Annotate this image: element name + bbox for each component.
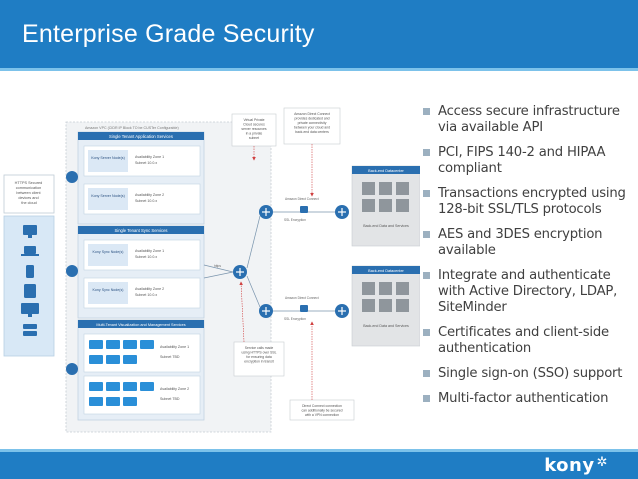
https-label: https (214, 264, 221, 268)
lock-icon (300, 206, 308, 312)
feature-item: Transactions encrypted using 128-bit SSL… (422, 186, 632, 218)
svg-text:Back-end Datacenter: Back-end Datacenter (368, 169, 404, 173)
bullet-square-icon (423, 108, 430, 115)
logo-star-icon: ✲ (596, 455, 608, 470)
monitor-icon (21, 303, 39, 317)
svg-text:Kony Sync Node(s): Kony Sync Node(s) (93, 288, 124, 292)
svg-text:Kony Server Node(s): Kony Server Node(s) (91, 156, 125, 160)
slide-title: Enterprise Grade Security (22, 20, 315, 48)
datacenter-1: Back-end Datacenter Back-end Data and Se… (351, 165, 420, 247)
svg-text:Availability Zone 1: Availability Zone 1 (135, 249, 164, 253)
feature-item: Single sign-on (SSO) support (422, 366, 632, 382)
svg-text:Availability Zone 2: Availability Zone 2 (135, 193, 164, 197)
bullet-square-icon (423, 395, 430, 402)
ssl-label: SSL Encryption (284, 218, 306, 222)
svg-text:Kony Server Node(s): Kony Server Node(s) (91, 194, 125, 198)
ssl-label: SSL Encryption (284, 317, 306, 321)
svg-text:Subnet 10.0.x: Subnet 10.0.x (135, 255, 157, 259)
svg-text:Subnet TBD: Subnet TBD (160, 355, 180, 359)
svg-text:Back-end Datacenter: Back-end Datacenter (368, 269, 404, 273)
svg-text:Single Tenant Sync Services: Single Tenant Sync Services (115, 228, 168, 233)
tablet-icon (24, 284, 36, 298)
svg-text:Availability Zone 2: Availability Zone 2 (160, 387, 189, 391)
vpc-label: Amazon VPC (CIDR IP Block TO be CUSTer C… (85, 126, 179, 130)
feature-item: AES and 3DES encryption available (422, 227, 632, 259)
feature-item: Certificates and client-side authenticat… (422, 325, 632, 357)
feature-list: Access secure infrastructure via availab… (422, 104, 632, 416)
footer-bar: kony✲ (0, 452, 638, 479)
svg-text:Subnet TBD: Subnet TBD (160, 397, 180, 401)
svg-text:Back-end Data and Services: Back-end Data and Services (363, 324, 409, 328)
server-icon (23, 324, 37, 336)
svg-text:Subnet 10.0.x: Subnet 10.0.x (135, 293, 157, 297)
logo-text: kony (544, 455, 595, 476)
single-tenant-sync-services: Single Tenant Sync Services Kony Sync No… (77, 225, 205, 319)
https-note-box (3, 174, 55, 214)
footer-accent-line (0, 449, 638, 452)
laptop-icon (21, 246, 39, 256)
svg-text:Availability Zone 2: Availability Zone 2 (135, 287, 164, 291)
kony-logo: kony✲ (544, 455, 608, 476)
bullet-square-icon (423, 329, 430, 336)
multi-tenant-management-services: Multi-Tenant Visualization and Managemen… (77, 319, 205, 421)
bullet-square-icon (423, 149, 430, 156)
direct-connect-label: Amazon Direct Connect (285, 296, 319, 300)
security-architecture-diagram: HTTPS Secured communication between clie… (3, 107, 420, 433)
phone-icon (26, 265, 34, 278)
https-note-text: HTTPS Secured communication between clie… (15, 181, 44, 205)
bullet-square-icon (423, 272, 430, 279)
svg-text:Back-end Data and Services: Back-end Data and Services (363, 224, 409, 228)
single-tenant-app-services: Single Tenant Application Services Kony … (77, 131, 205, 225)
title-bar (0, 0, 638, 68)
svg-text:Availability Zone 1: Availability Zone 1 (160, 345, 189, 349)
bullet-square-icon (423, 190, 430, 197)
feature-item: Access secure infrastructure via availab… (422, 104, 632, 136)
desktop-icon (23, 225, 37, 238)
svg-text:Subnet 10.0.x: Subnet 10.0.x (135, 161, 157, 165)
svg-text:Subnet 10.0.x: Subnet 10.0.x (135, 199, 157, 203)
bullet-square-icon (423, 370, 430, 377)
svg-text:Multi-Tenant Visualization and: Multi-Tenant Visualization and Managemen… (96, 323, 185, 327)
feature-item: Integrate and authenticate with Active D… (422, 268, 632, 316)
svg-text:Kony Sync Node(s): Kony Sync Node(s) (93, 250, 124, 254)
svg-text:Availability Zone 1: Availability Zone 1 (135, 155, 164, 159)
direct-connect-label: Amazon Direct Connect (285, 197, 319, 201)
bullet-square-icon (423, 231, 430, 238)
title-accent-line (0, 68, 638, 71)
svg-text:Single Tenant Application Serv: Single Tenant Application Services (109, 134, 173, 139)
load-balancer-icon (66, 171, 78, 375)
feature-item: PCI, FIPS 140-2 and HIPAA compliant (422, 145, 632, 177)
feature-item: Multi-factor authentication (422, 391, 632, 407)
datacenter-2: Back-end Datacenter Back-end Data and Se… (351, 265, 420, 347)
